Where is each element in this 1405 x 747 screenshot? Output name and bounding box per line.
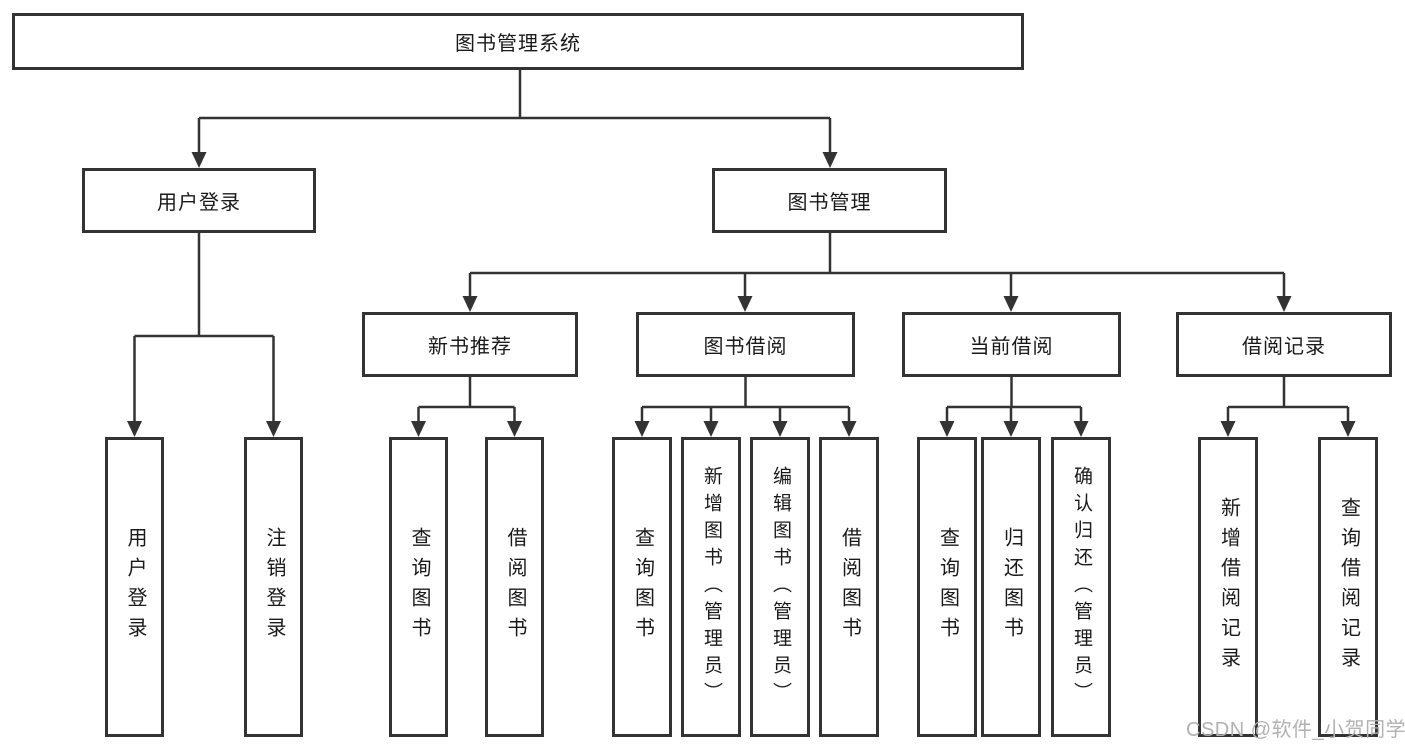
node-book-management-label: 图书管理 [787, 192, 872, 214]
leaf-records-query-record-label: 查询借阅记录 [1337, 497, 1360, 677]
leaf-logout-login: 注销登录 [244, 437, 303, 737]
node-root-label: 图书管理系统 [455, 33, 581, 55]
leaf-recommend-borrow-books: 借阅图书 [485, 437, 544, 737]
node-current-borrow: 当前借阅 [902, 312, 1121, 377]
node-user-login: 用户登录 [82, 168, 316, 233]
leaf-borrow-edit-books-label: 编辑图书（管理员） [769, 465, 791, 709]
node-book-borrow: 图书借阅 [636, 312, 855, 377]
leaf-borrow-query-books-label: 查询图书 [631, 527, 654, 647]
leaf-recommend-borrow-books-label: 借阅图书 [504, 527, 526, 647]
leaf-borrow-edit-books: 编辑图书（管理员） [750, 437, 810, 737]
node-root: 图书管理系统 [12, 13, 1024, 70]
node-new-book-recommend-label: 新书推荐 [428, 336, 512, 358]
leaf-current-confirm-return-label: 确认归还（管理员） [1070, 465, 1092, 709]
node-book-management: 图书管理 [712, 168, 947, 233]
leaf-recommend-query-books-label: 查询图书 [408, 527, 430, 647]
leaf-user-login-label: 用户登录 [124, 527, 146, 647]
leaf-records-add-record-label: 新增借阅记录 [1217, 497, 1240, 677]
node-borrow-records: 借阅记录 [1176, 312, 1392, 377]
leaf-borrow-add-books: 新增图书（管理员） [681, 437, 741, 737]
leaf-user-login: 用户登录 [105, 437, 164, 737]
node-current-borrow-label: 当前借阅 [969, 336, 1054, 358]
leaf-recommend-query-books: 查询图书 [389, 437, 448, 737]
node-borrow-records-label: 借阅记录 [1242, 336, 1326, 358]
arrowhead-icons [127, 152, 1356, 437]
leaf-records-add-record: 新增借阅记录 [1198, 437, 1258, 737]
node-new-book-recommend: 新书推荐 [362, 312, 578, 377]
leaf-borrow-add-books-label: 新增图书（管理员） [700, 465, 722, 709]
leaf-current-query-books-label: 查询图书 [936, 527, 959, 647]
watermark: CSDN @软件_小贺同学 [1186, 719, 1405, 741]
leaf-current-return-books: 归还图书 [981, 437, 1041, 737]
node-user-login-label: 用户登录 [157, 192, 241, 214]
leaf-borrow-query-books: 查询图书 [612, 437, 672, 737]
leaf-borrow-borrow-books-label: 借阅图书 [838, 527, 861, 647]
leaf-current-return-books-label: 归还图书 [1000, 527, 1023, 647]
leaf-logout-login-label: 注销登录 [263, 527, 285, 647]
leaf-records-query-record: 查询借阅记录 [1318, 437, 1378, 737]
leaf-current-confirm-return: 确认归还（管理员） [1051, 437, 1111, 737]
leaf-borrow-borrow-books: 借阅图书 [819, 437, 879, 737]
node-book-borrow-label: 图书借阅 [703, 336, 788, 358]
leaf-current-query-books: 查询图书 [917, 437, 977, 737]
